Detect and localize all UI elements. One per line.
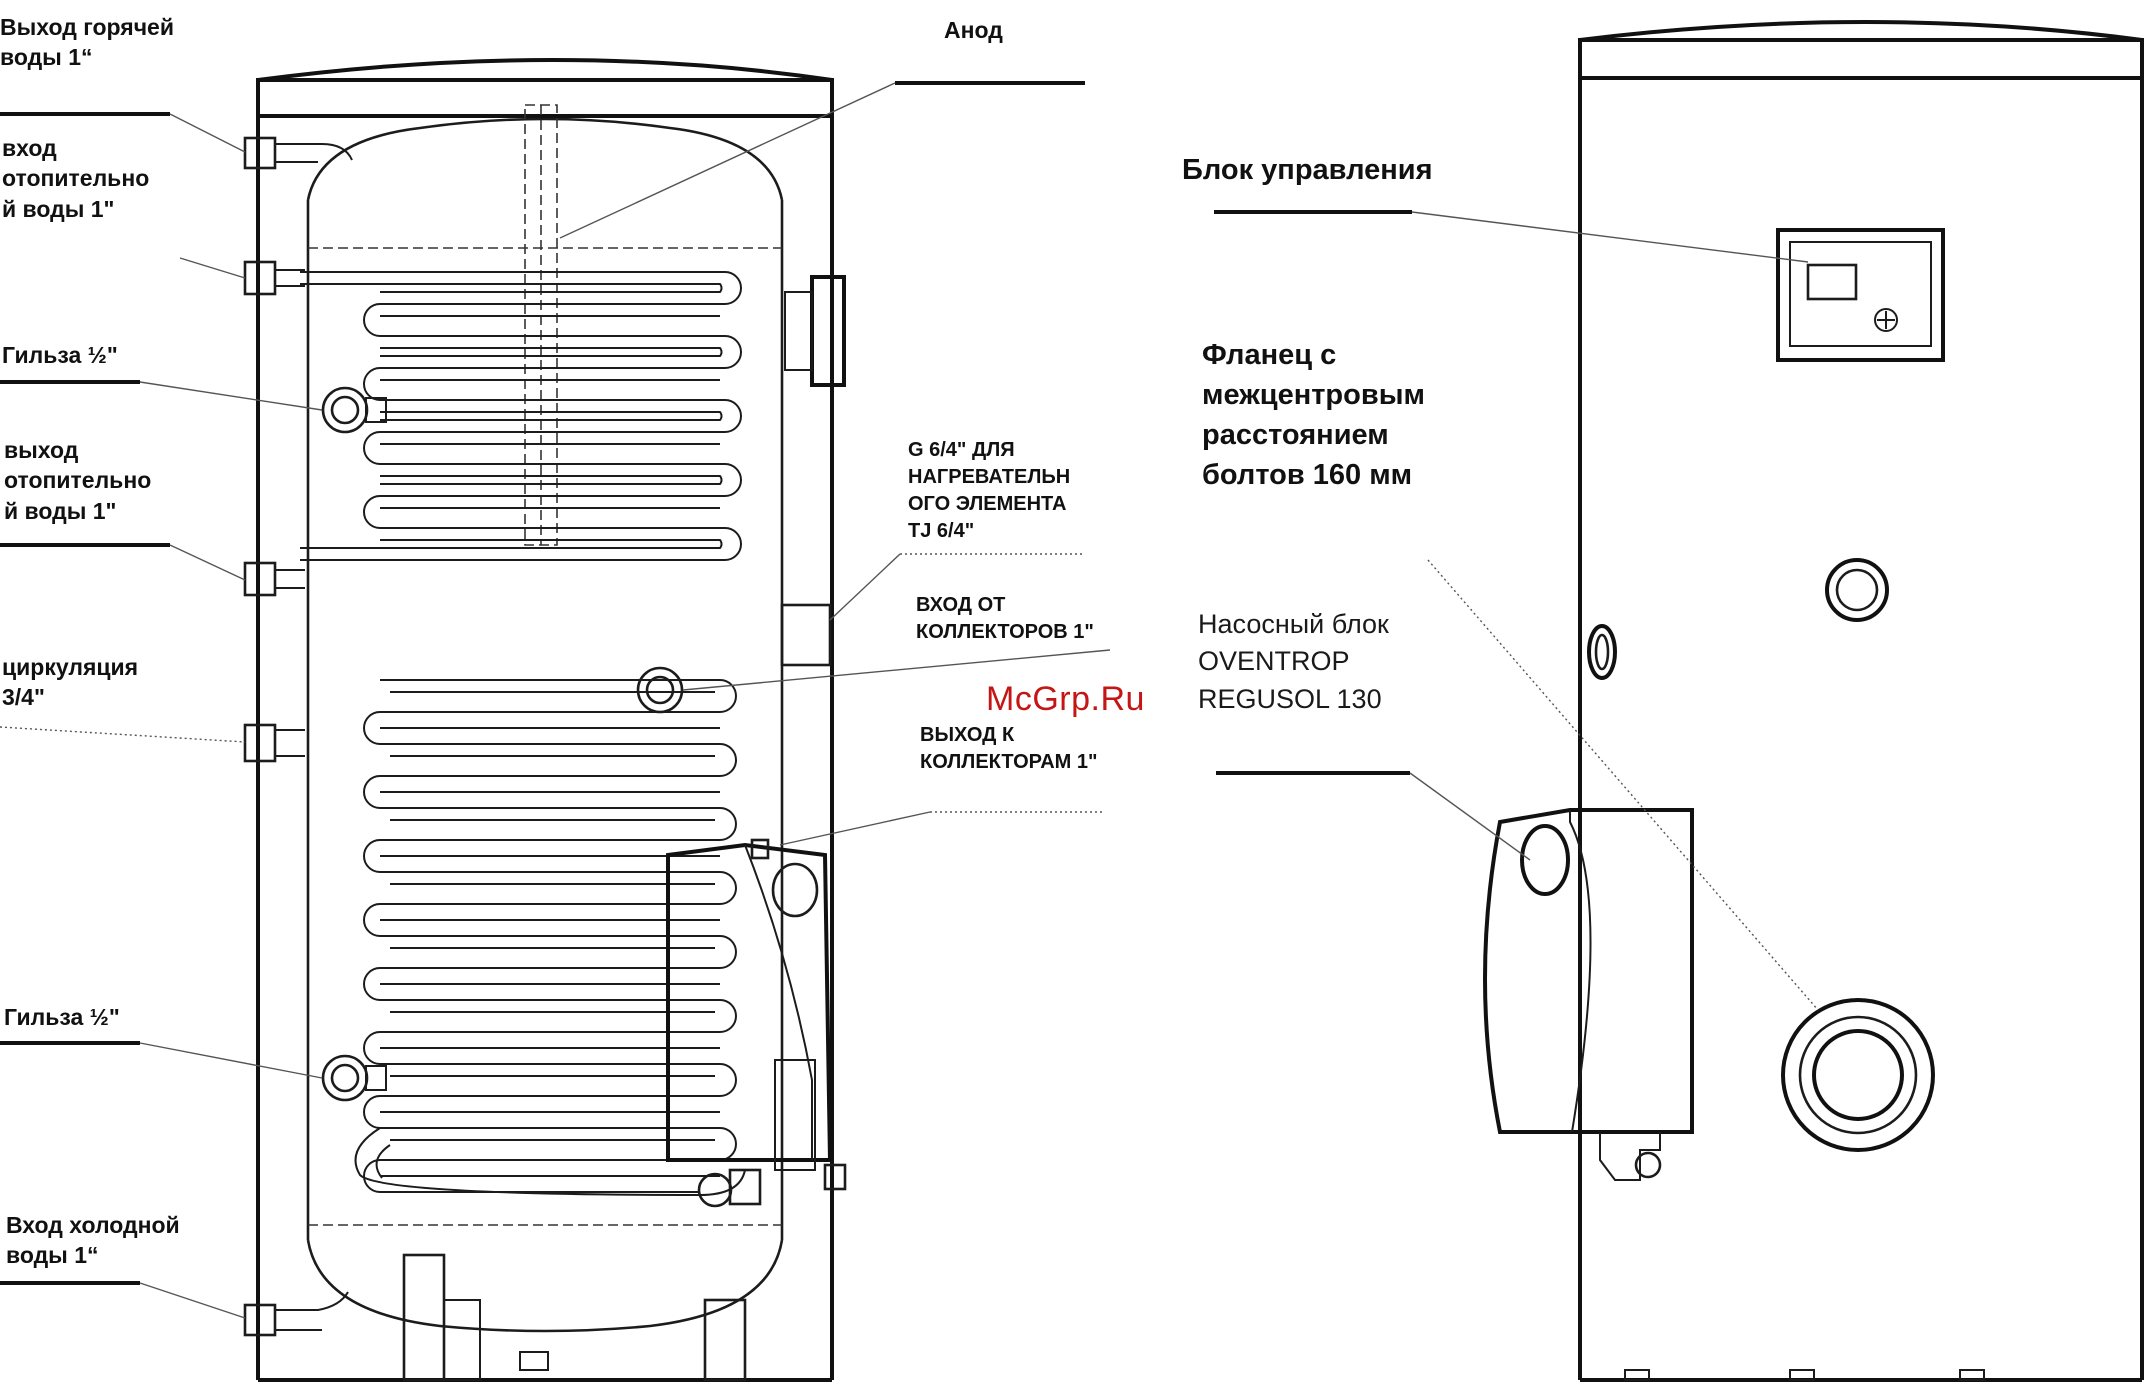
label-sleeve-lower: Гильза ½" (4, 1004, 120, 1030)
tank-exterior-view (1214, 20, 2144, 1382)
label-sleeve-upper: Гильза ½" (2, 342, 118, 368)
upper-heat-exchanger-coil (300, 271, 742, 561)
label-pump-unit: Насосный блок OVENTROP REGUSOL 130 (1198, 609, 1389, 714)
left-leader-lines (0, 81, 1111, 1319)
label-heating-water-inlet-upper: вход отопительно й воды 1" (2, 135, 150, 222)
lower-heat-exchanger-coil (363, 679, 737, 1193)
label-heating-element: G 6/4" ДЛЯ НАГРЕВАТЕЛЬН ОГО ЭЛЕМЕНТА TJ … (908, 439, 1071, 542)
label-anode: Анод (944, 17, 1003, 43)
label-cold-water-inlet: Вход холодной воды 1“ (6, 1212, 180, 1269)
label-heating-water-outlet-upper: выход отопительно й воды 1" (4, 437, 152, 524)
label-control-unit: Блок управления (1182, 154, 1433, 186)
label-circulation: циркуляция 3/4" (2, 654, 139, 711)
label-flange: Фланец с межцентровым расстоянием болтов… (1202, 339, 1425, 492)
tank-section-view (243, 58, 847, 1382)
label-collector-inlet: ВХОД ОТ КОЛЛЕКТОРОВ 1" (916, 594, 1094, 643)
control-unit-box (1776, 228, 1945, 362)
watermark: McGrp.Ru (986, 680, 1145, 718)
label-hot-water-outlet: Выход горячей воды 1“ (0, 14, 174, 71)
label-collector-outlet: ВЫХОД К КОЛЛЕКТОРАМ 1" (920, 724, 1098, 773)
